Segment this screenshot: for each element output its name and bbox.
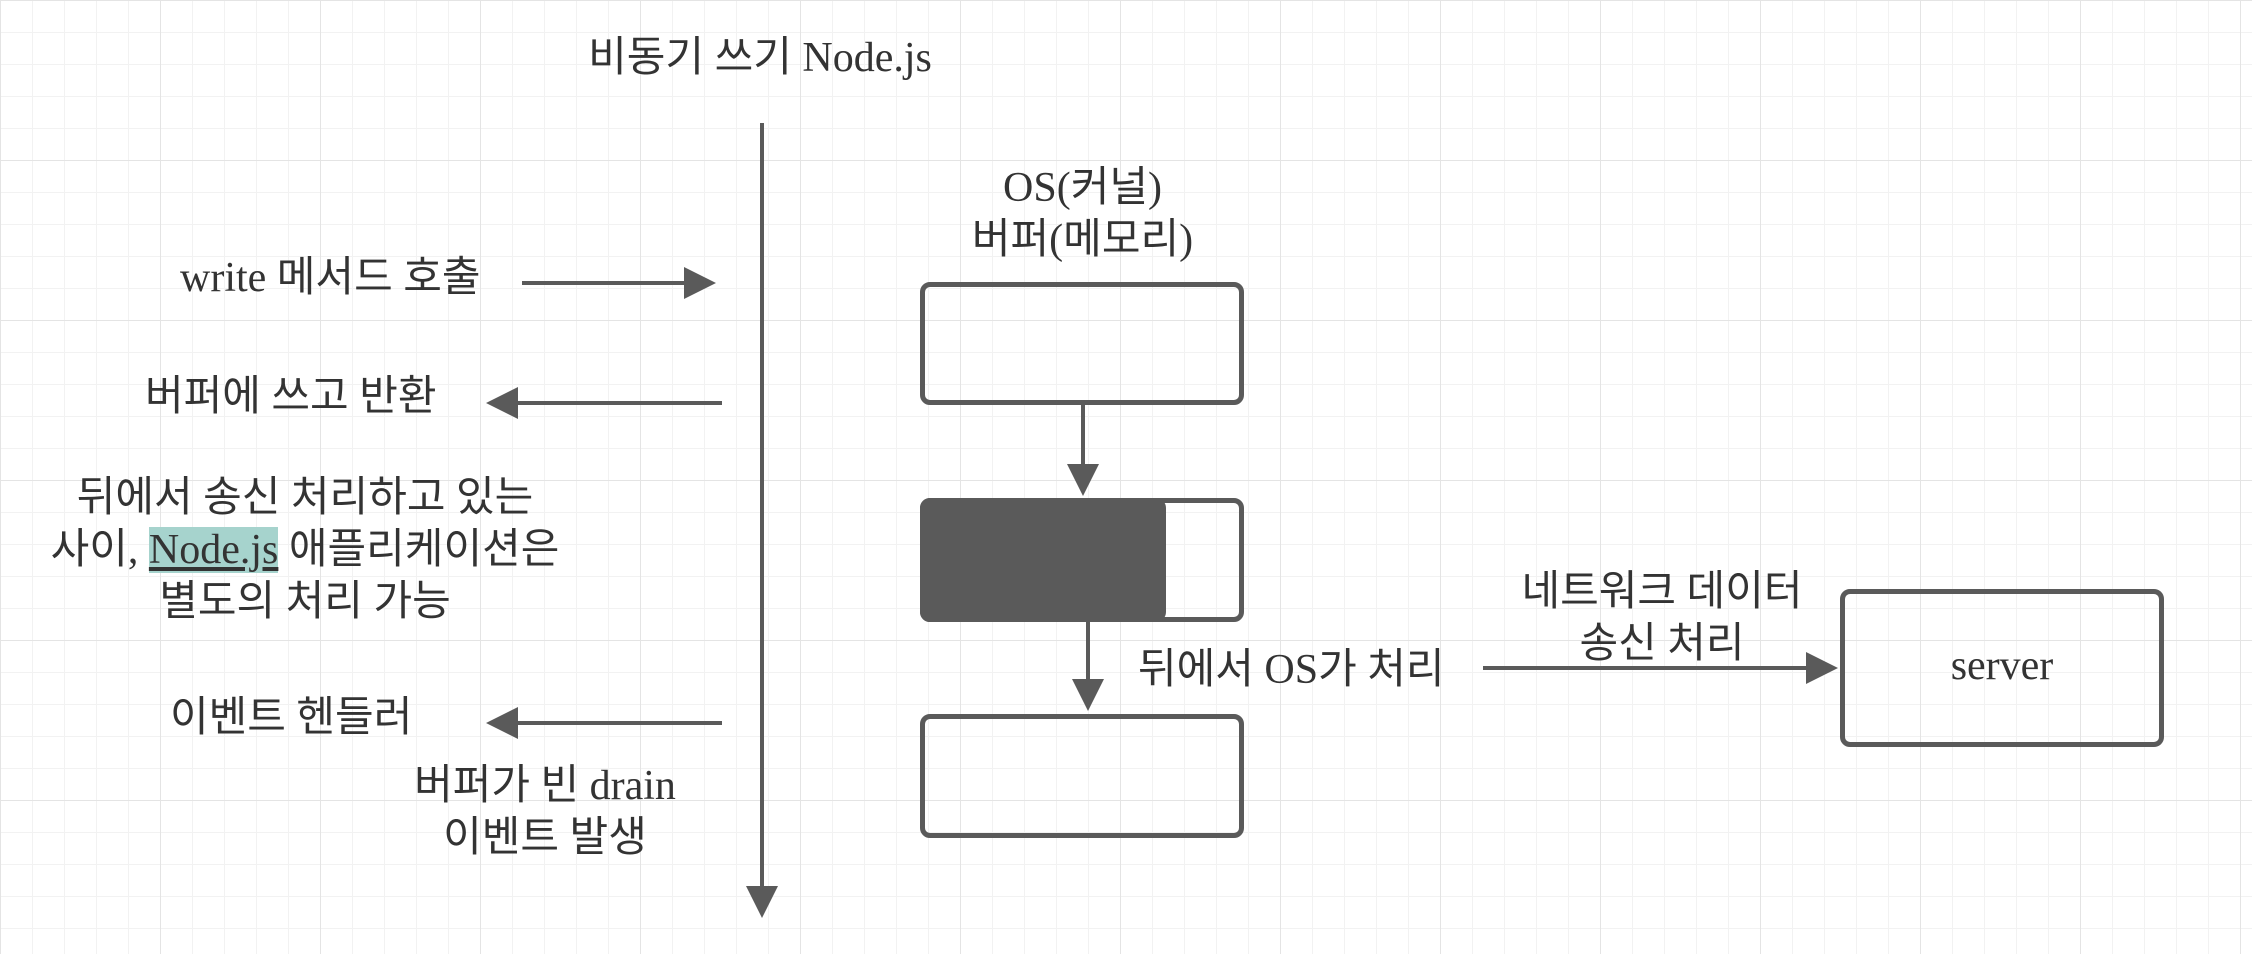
os-buffer-label: OS(커널) 버퍼(메모리) <box>930 162 1235 266</box>
background-note: 뒤에서 송신 처리하고 있는 사이, Node.js 애플리케이션은 별도의 처… <box>10 472 600 628</box>
buffer-write-return-label: 버퍼에 쓰고 반환 <box>145 374 437 420</box>
nodejs-highlight: Node.js <box>148 527 279 573</box>
write-call-label: write 메서드 호출 <box>180 255 481 301</box>
buffer-box-empty-top <box>920 282 1244 405</box>
server-label: server <box>1950 643 2054 689</box>
os-process-label: 뒤에서 OS가 처리 <box>1138 647 1445 693</box>
background-note-prefix: 사이, <box>50 527 149 573</box>
network-send-line2: 송신 처리 <box>1579 621 1745 667</box>
os-buffer-label-line2: 버퍼(메모리) <box>971 217 1194 263</box>
drain-event-label: 버퍼가 빈 drain 이벤트 발생 <box>380 760 710 864</box>
event-handler-label: 이벤트 헨들러 <box>170 695 413 741</box>
diagram-title: 비동기 쓰기 Node.js <box>588 35 932 81</box>
background-note-line2: 사이, Node.js 애플리케이션은 <box>10 524 600 576</box>
background-note-suffix: 애플리케이션은 <box>278 527 560 573</box>
os-buffer-label-line1: OS(커널) <box>1003 165 1162 211</box>
server-box <box>1840 589 2164 747</box>
buffer-box-empty-bottom <box>920 714 1244 838</box>
drain-event-line1: 버퍼가 빈 drain <box>414 763 676 809</box>
buffer-fill-level <box>920 498 1166 622</box>
background-note-line1: 뒤에서 송신 처리하고 있는 <box>76 475 534 521</box>
network-send-label: 네트워크 데이터 송신 처리 <box>1490 566 1834 670</box>
drain-event-line2: 이벤트 발생 <box>443 815 647 861</box>
network-send-line1: 네트워크 데이터 <box>1521 569 1803 615</box>
background-note-line3: 별도의 처리 가능 <box>159 579 451 625</box>
